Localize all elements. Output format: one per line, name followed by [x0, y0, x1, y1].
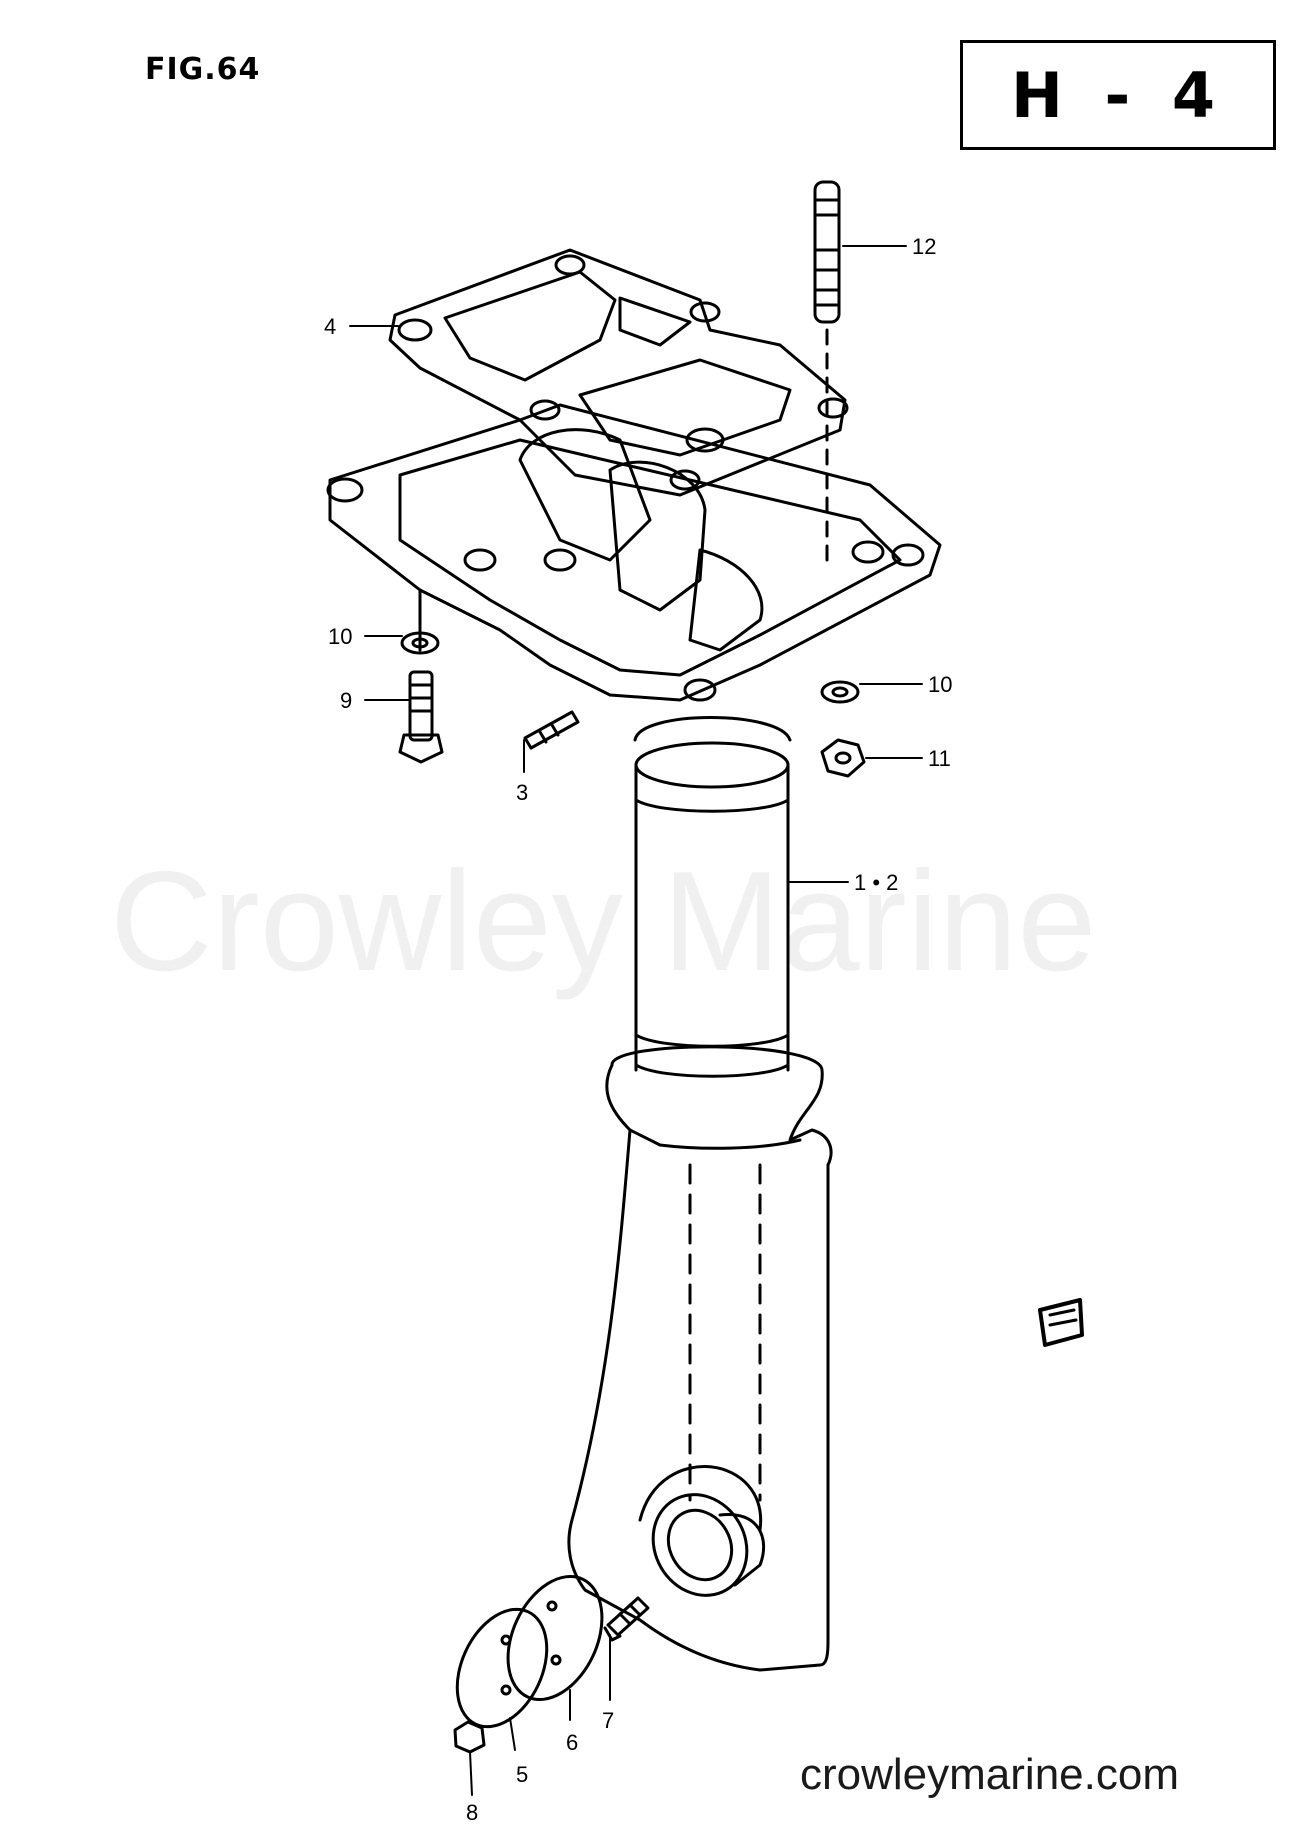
- callout-7: 7: [602, 1708, 614, 1733]
- callout-3: 3: [516, 780, 528, 805]
- washer-10-left: [400, 631, 440, 655]
- drive-shaft-tube: [633, 716, 792, 1078]
- stud-12: [813, 180, 841, 562]
- cover-plate-5: [455, 1607, 549, 1729]
- nut-11: [820, 738, 866, 778]
- gasket-4: [388, 248, 849, 497]
- callout-labels: 12 4 10 9 3 10 11 1 • 2 7 6 5 8: [324, 234, 952, 1825]
- callout-5: 5: [516, 1762, 528, 1787]
- figure-label: FIG.64: [145, 52, 261, 87]
- callout-11: 11: [928, 746, 951, 771]
- stud-3: [523, 710, 580, 750]
- gasket-plate-6: [506, 1574, 604, 1702]
- leader-lines: [349, 245, 923, 1796]
- note-mark: [1038, 1298, 1084, 1347]
- bolt-9: [398, 670, 444, 764]
- washer-10-right: [820, 680, 860, 704]
- screw-7: [603, 1596, 650, 1642]
- nut-8: [453, 1720, 486, 1754]
- callout-9: 9: [340, 688, 352, 713]
- callout-6: 6: [566, 1730, 578, 1755]
- callout-8: 8: [466, 1800, 478, 1825]
- callout-1-2: 1 • 2: [854, 870, 898, 895]
- housing-flange: [326, 403, 942, 702]
- section-code-box: H - 4: [960, 40, 1276, 150]
- callout-4: 4: [324, 314, 336, 339]
- lower-housing: [567, 1045, 833, 1672]
- callout-10-right: 10: [928, 672, 952, 697]
- callout-10-left: 10: [328, 624, 352, 649]
- callout-12: 12: [912, 234, 936, 259]
- section-code: H - 4: [1011, 58, 1225, 132]
- watermark-text: Crowley Marine: [110, 842, 1097, 1001]
- footer-url: crowleymarine.com: [800, 1750, 1179, 1799]
